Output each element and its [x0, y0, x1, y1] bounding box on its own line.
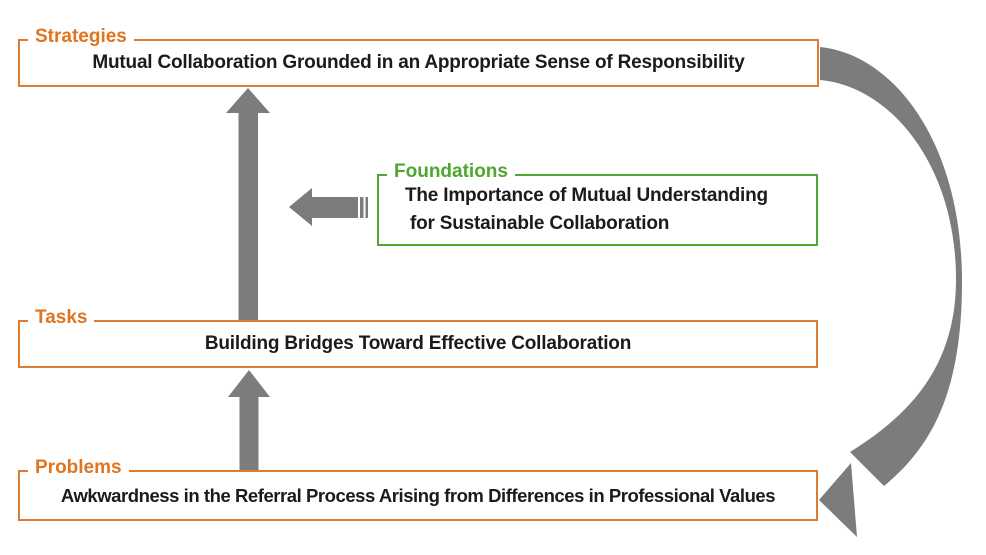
foundations-label: Foundations — [387, 161, 515, 183]
strategies-label: Strategies — [28, 26, 134, 48]
foundations-text-line2: for Sustainable Collaboration — [410, 213, 670, 234]
curved-arrow-strategies-to-problems-icon — [819, 47, 962, 537]
problems-box: Problems Awkwardness in the Referral Pro… — [18, 457, 818, 521]
left-arrow-foundations-icon — [289, 188, 368, 226]
up-arrow-problems-to-tasks-icon — [228, 370, 270, 470]
problems-label: Problems — [28, 457, 129, 479]
foundations-text: The Importance of Mutual Understanding f… — [379, 182, 816, 238]
up-arrow-tasks-to-strategies-icon — [226, 88, 270, 320]
problems-text: Awkwardness in the Referral Process Aris… — [60, 484, 776, 506]
foundations-box: Foundations The Importance of Mutual Und… — [377, 161, 818, 246]
strategies-text: Mutual Collaboration Grounded in an Appr… — [92, 52, 745, 73]
tasks-label: Tasks — [28, 307, 95, 329]
tasks-text: Building Bridges Toward Effective Collab… — [204, 333, 632, 354]
foundations-text-line1: The Importance of Mutual Understanding — [405, 185, 768, 206]
strategies-box: Strategies Mutual Collaboration Grounded… — [18, 26, 819, 87]
tasks-box: Tasks Building Bridges Toward Effective … — [18, 307, 818, 368]
